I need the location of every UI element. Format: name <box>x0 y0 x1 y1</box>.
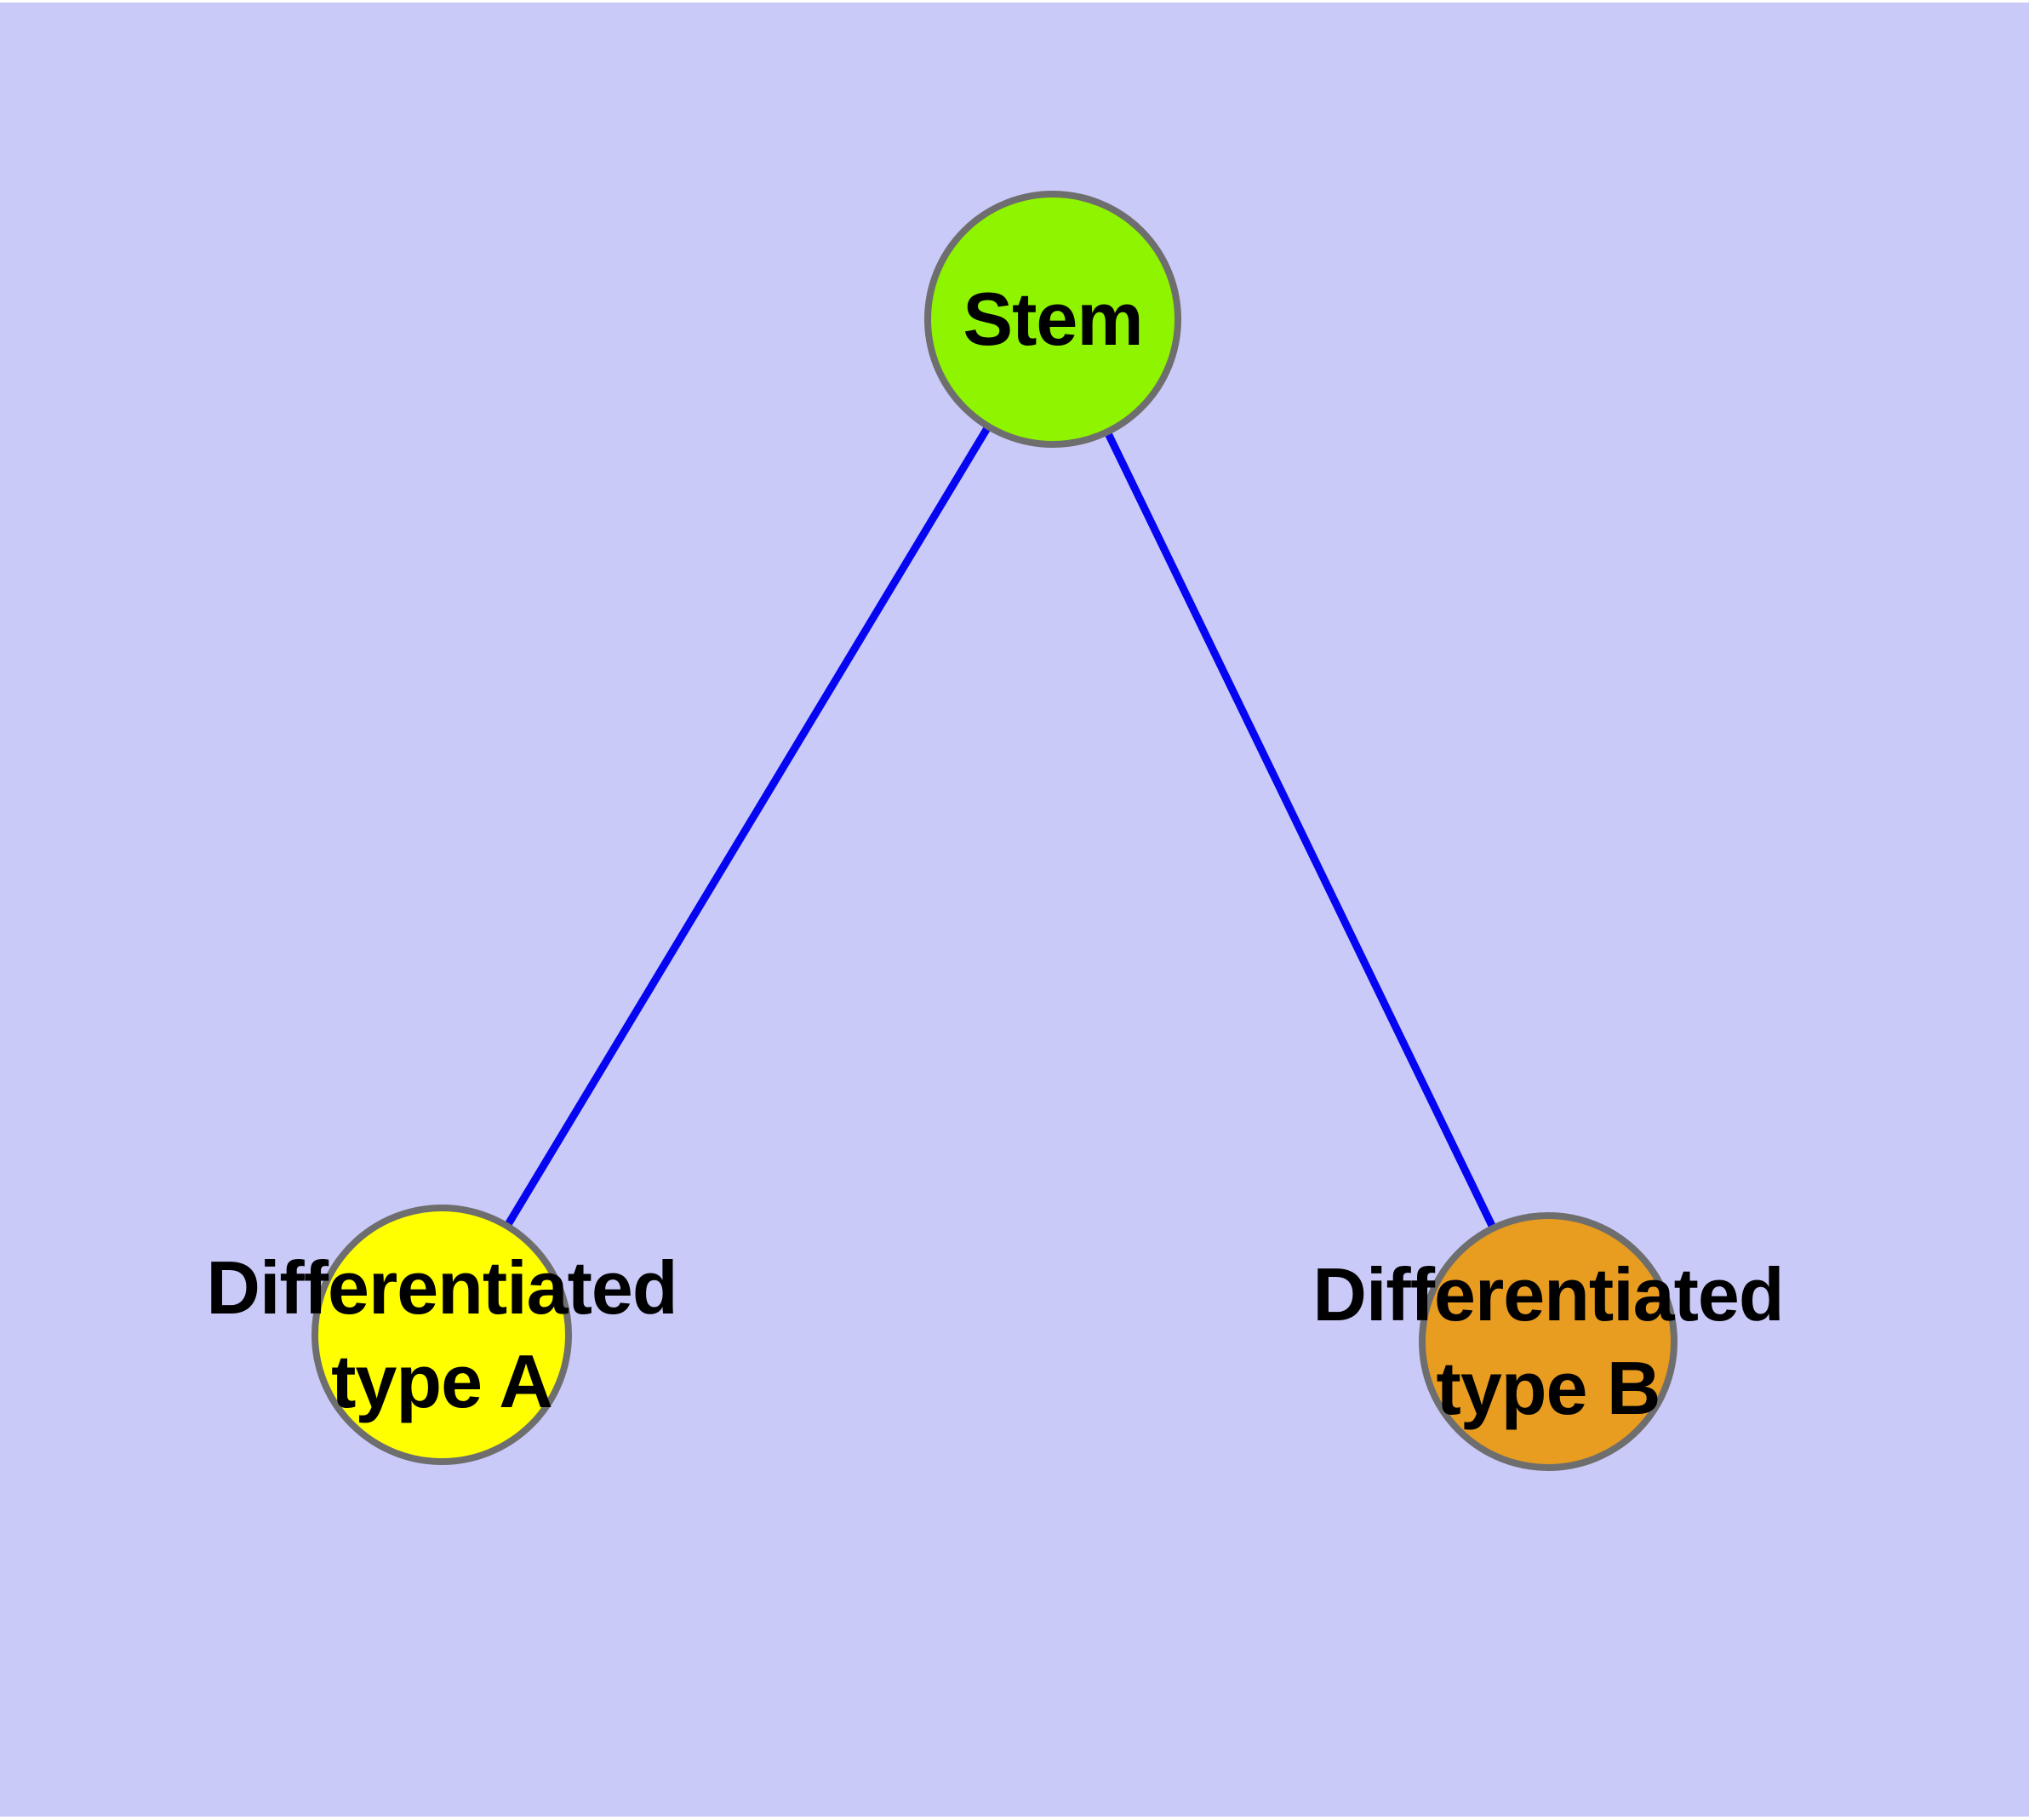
node-differentiated-type-a-circle <box>311 1205 572 1465</box>
diagram-canvas: Stem Differentiated type A Differentiate… <box>0 3 2029 1817</box>
node-differentiated-type-b-circle <box>1419 1212 1677 1471</box>
node-differentiated-type-a-label: Differentiated type A <box>206 1241 677 1428</box>
node-differentiated-type-b-label: Differentiated type B <box>1312 1248 1784 1435</box>
node-b-label-line-2: type B <box>1436 1346 1661 1430</box>
node-stem-circle <box>924 191 1181 448</box>
edges-layer <box>438 317 1552 1343</box>
node-a-label-line-1: Differentiated <box>206 1245 677 1330</box>
node-stem-label-line: Stem <box>963 277 1143 361</box>
node-a-label-line-2: type A <box>331 1339 553 1423</box>
edge-stem-to-type-a <box>438 317 1056 1337</box>
node-stem-label: Stem <box>963 272 1143 366</box>
node-b-label-line-1: Differentiated <box>1312 1252 1784 1336</box>
edge-stem-to-type-b <box>1049 318 1552 1343</box>
